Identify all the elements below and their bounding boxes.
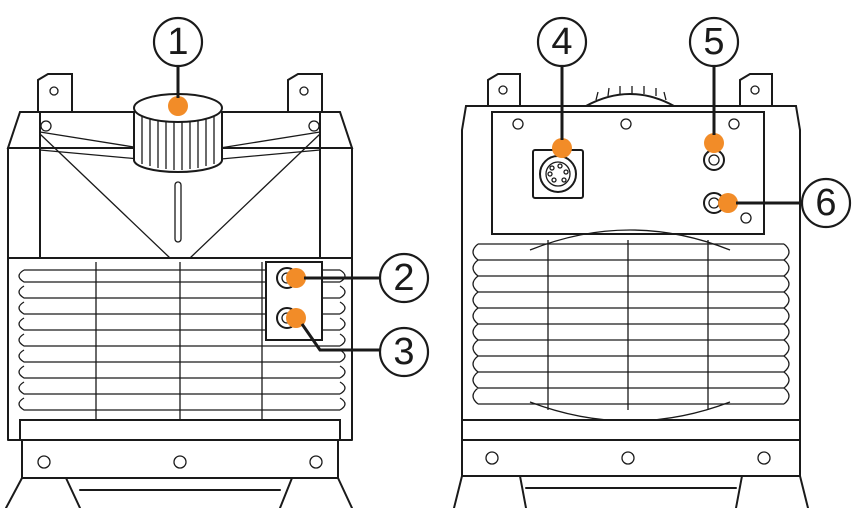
marker-2 [286, 268, 306, 288]
marker-3 [286, 308, 306, 328]
front-view [5, 73, 354, 508]
callout-4-label: 4 [551, 21, 572, 63]
front-left-tab [37, 73, 73, 113]
callout-3-label: 3 [393, 331, 414, 373]
callout-4: 4 [536, 16, 588, 68]
fill-cap [133, 93, 223, 173]
callout-1: 1 [152, 16, 204, 68]
marker-1 [168, 96, 188, 116]
marker-4 [552, 138, 572, 158]
callout-5-label: 5 [703, 21, 724, 63]
callout-6: 6 [800, 177, 852, 229]
callout-2: 2 [378, 252, 430, 304]
rear-view [453, 73, 809, 508]
rear-grille [472, 229, 790, 422]
markers [168, 96, 738, 328]
callout-2-label: 2 [393, 257, 414, 299]
multi-pin-connector [532, 149, 584, 199]
front-right-tab [287, 73, 323, 113]
callout-6-label: 6 [815, 182, 836, 224]
marker-5 [704, 133, 724, 153]
callout-1-label: 1 [167, 21, 188, 63]
marker-6 [718, 193, 738, 213]
callout-5: 5 [688, 16, 740, 68]
callout-3: 3 [378, 326, 430, 378]
leader-lines [176, 64, 802, 352]
